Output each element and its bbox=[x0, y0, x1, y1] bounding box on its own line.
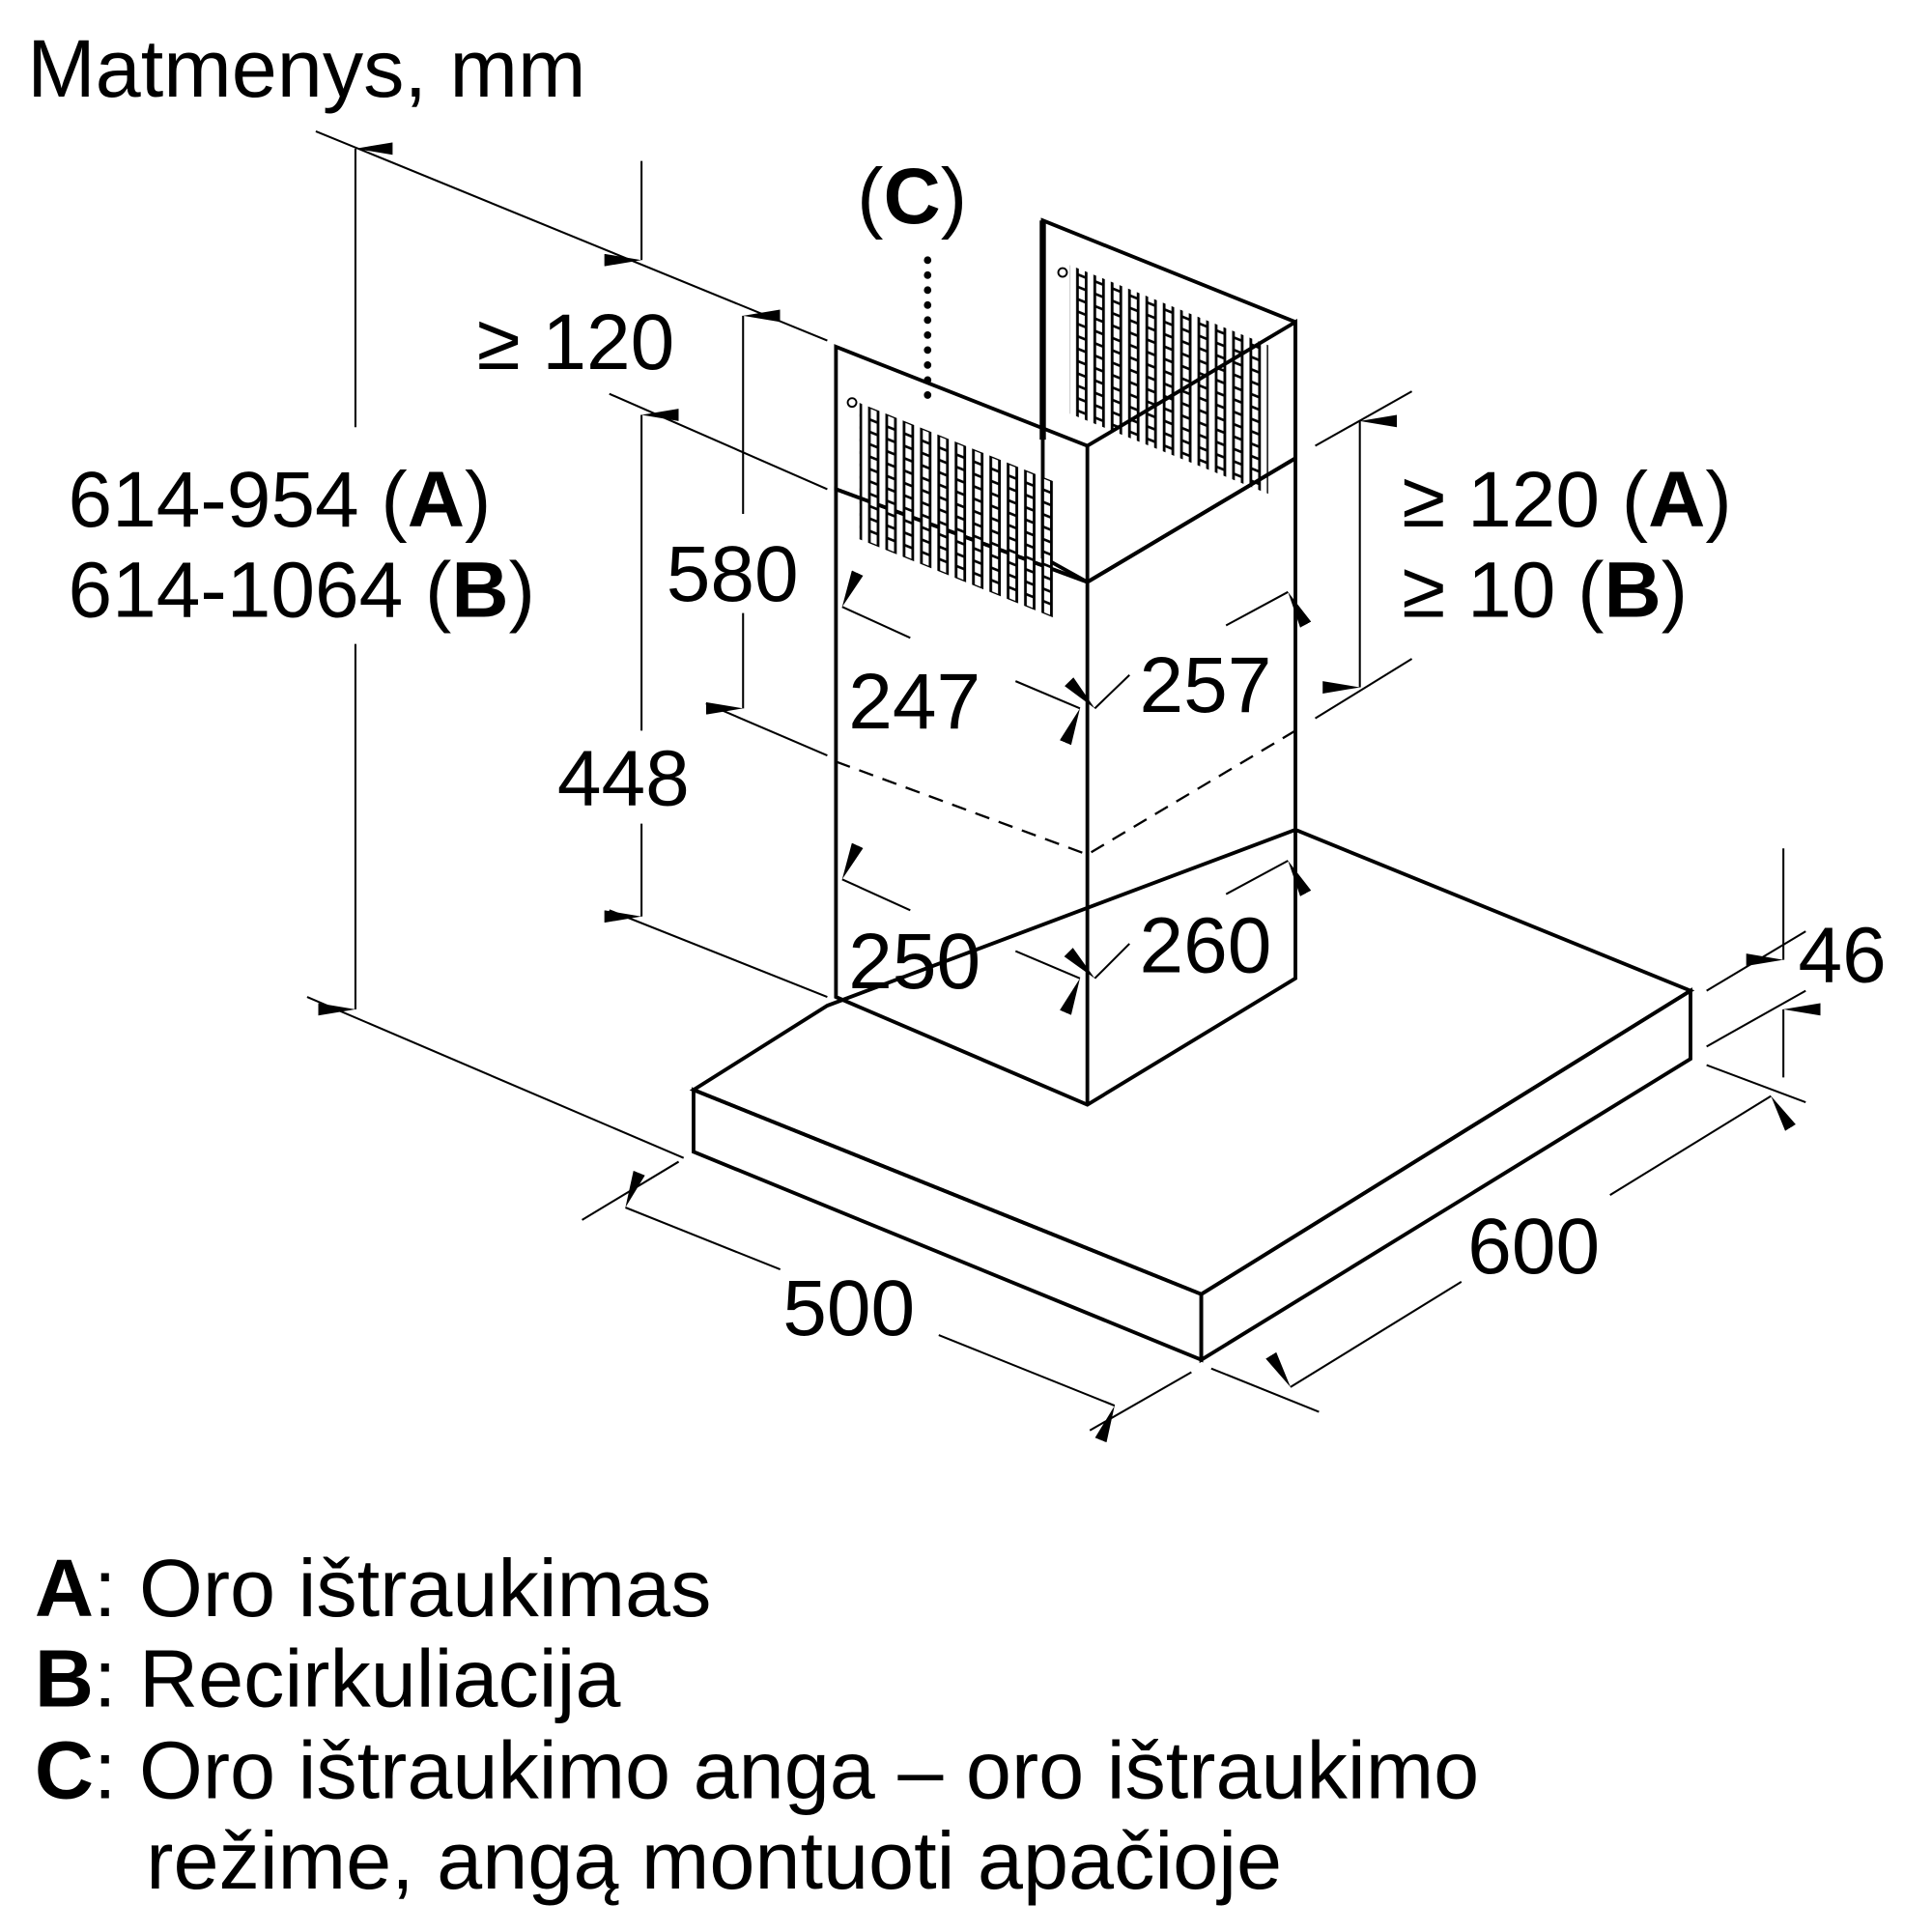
dimension-labels: (C) 614-954 (A) 614-1064 (B) ≥ 120 580 4… bbox=[69, 153, 1887, 1352]
legend-item-a: A: Oro ištraukimas bbox=[35, 1542, 712, 1634]
outlet-label: (C) bbox=[857, 153, 967, 241]
lower-width-left-label: 250 bbox=[848, 918, 980, 1006]
canopy-thickness-label: 46 bbox=[1799, 912, 1887, 1000]
chimney-lower-label: 448 bbox=[557, 734, 690, 822]
upper-width-right-label: 257 bbox=[1139, 641, 1271, 729]
upper-width-left-label: 247 bbox=[848, 658, 980, 746]
top-clearance-right-b-label: ≥ 10 (B) bbox=[1402, 546, 1688, 634]
legend: A: Oro ištraukimas B: Recirkuliacija C: … bbox=[35, 1542, 1479, 1906]
hood-drawing bbox=[689, 217, 1695, 1364]
top-clearance-right-a-label: ≥ 120 (A) bbox=[1402, 456, 1731, 544]
legend-item-c-continued: režime, angą montuoti apačioje bbox=[146, 1814, 1282, 1906]
chimney-upper-label: 580 bbox=[667, 530, 799, 618]
lower-width-right-label: 260 bbox=[1139, 901, 1271, 989]
canopy-depth-label: 500 bbox=[782, 1264, 915, 1352]
dimension-lines bbox=[306, 129, 1821, 1443]
legend-item-c: C: Oro ištraukimo anga – oro ištraukimo bbox=[35, 1724, 1479, 1816]
legend-item-b: B: Recirkuliacija bbox=[35, 1633, 621, 1724]
total-height-b-label: 614-1064 (B) bbox=[69, 546, 535, 634]
canopy-width-label: 600 bbox=[1467, 1203, 1600, 1291]
page-title: Matmenys, mm bbox=[27, 22, 585, 114]
top-clearance-left-label: ≥ 120 bbox=[477, 298, 675, 386]
total-height-a-label: 614-954 (A) bbox=[69, 456, 492, 544]
